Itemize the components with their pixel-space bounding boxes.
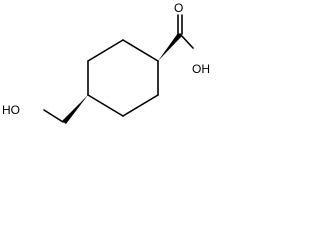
acid-hydroxyl-label: OH <box>192 62 210 76</box>
acid-oxygen-label: O <box>174 1 183 15</box>
chemical-structure: O OH HO <box>2 1 210 124</box>
wedge-bond-hydroxymethyl <box>62 95 88 124</box>
ring-bond-top-left <box>87 39 124 62</box>
carboxyl-single-bond <box>179 33 194 49</box>
wedge-bond-carboxyl <box>158 33 182 61</box>
alcohol-hydroxyl-label: HO <box>2 103 20 117</box>
alcohol-single-bond <box>43 109 64 123</box>
ring-bond-top <box>122 39 159 62</box>
ring-bond-bottom <box>122 94 159 117</box>
ring-bond-bottom-left <box>87 94 124 117</box>
